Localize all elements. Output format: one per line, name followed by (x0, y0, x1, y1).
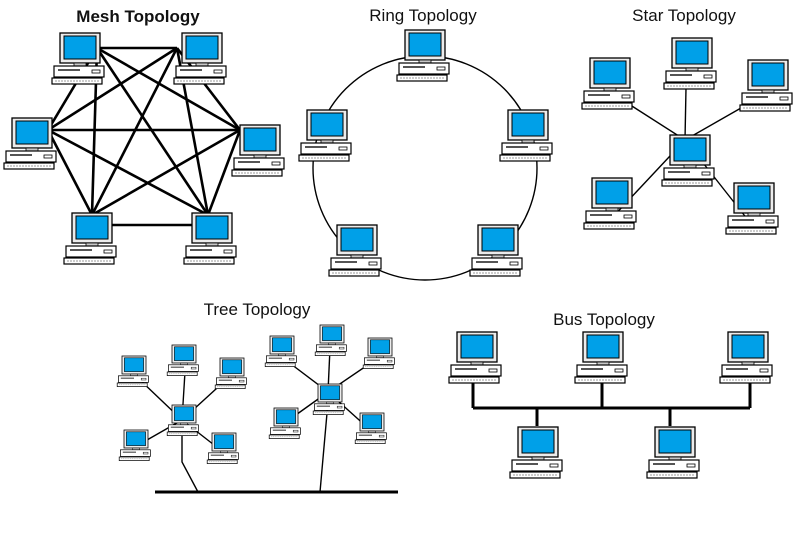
bus-computer-icon (448, 331, 502, 384)
tree-computer-icon (214, 357, 247, 389)
tree-topology-diagram (116, 324, 398, 494)
bus-computer-icon (646, 426, 700, 479)
tree-computer-icon (206, 432, 239, 464)
ring-computer-icon (499, 109, 553, 162)
tree-topology-title: Tree Topology (204, 300, 311, 319)
ring-computer-icon (328, 224, 382, 277)
bus-computer-icon (719, 331, 773, 384)
star-computer-icon (739, 59, 793, 112)
bus-topology-title: Bus Topology (553, 310, 655, 329)
tree-computer-icon (362, 337, 395, 369)
mesh-links (46, 46, 242, 227)
tree-computer-icon (118, 429, 151, 461)
ring-computer-icon (469, 224, 523, 277)
mesh-topology-title: Mesh Topology (76, 7, 200, 26)
tree-hub-computer-icon (166, 404, 199, 436)
tree-computer-icon (264, 335, 297, 367)
ring-topology-diagram (298, 29, 553, 281)
mesh-computer-icon (51, 32, 105, 85)
star-topology-title: Star Topology (632, 6, 736, 25)
bus-computer-icon (574, 331, 628, 384)
mesh-computer-icon (3, 117, 57, 170)
star-computer-icon (581, 57, 635, 110)
star-computer-icon (583, 177, 637, 230)
bus-computer-icon (509, 426, 563, 479)
tree-computer-icon (268, 407, 301, 439)
star-computer-icon (725, 182, 779, 235)
mesh-computer-icon (63, 212, 117, 265)
star-computer-icon (663, 37, 717, 90)
tree-computer-icon (116, 355, 149, 387)
ring-computer-icon (298, 109, 352, 162)
ring-computer-icon (396, 29, 450, 82)
bus-links (471, 383, 752, 426)
tree-computer-icon (314, 324, 347, 356)
mesh-computer-icon (173, 32, 227, 85)
mesh-computer-icon (183, 212, 237, 265)
tree-computer-icon (354, 412, 387, 444)
tree-hub-computer-icon (312, 383, 345, 415)
ring-topology-title: Ring Topology (369, 6, 477, 25)
star-topology-diagram (581, 37, 793, 235)
tree-branch-b (264, 324, 395, 444)
mesh-computer-icon (231, 124, 285, 177)
bus-topology-diagram (448, 331, 773, 479)
star-hub-computer-icon (661, 134, 715, 187)
tree-computer-icon (166, 344, 199, 376)
mesh-topology-diagram (3, 32, 285, 265)
